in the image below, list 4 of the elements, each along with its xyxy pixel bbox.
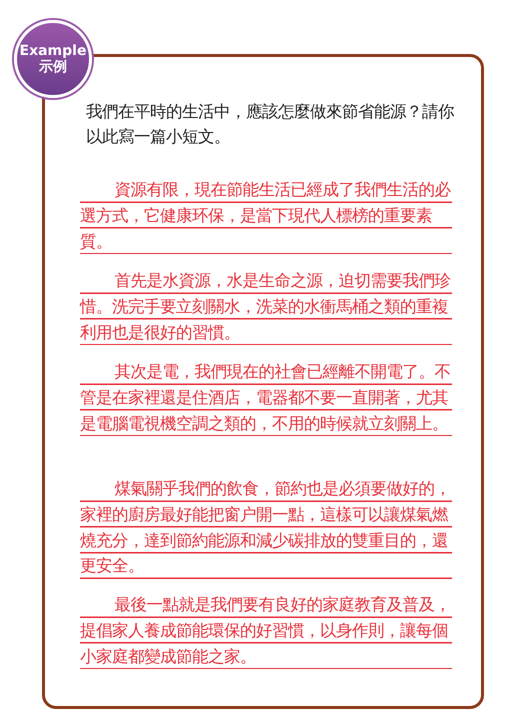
- example-badge: [14, 20, 92, 98]
- badge-label: Example: [20, 42, 86, 58]
- badge-label: 示例: [39, 58, 67, 76]
- question-text: 我們在平時的生活中，應該怎麼做來節省能源？請你以此寫一篇小短文。: [86, 101, 455, 148]
